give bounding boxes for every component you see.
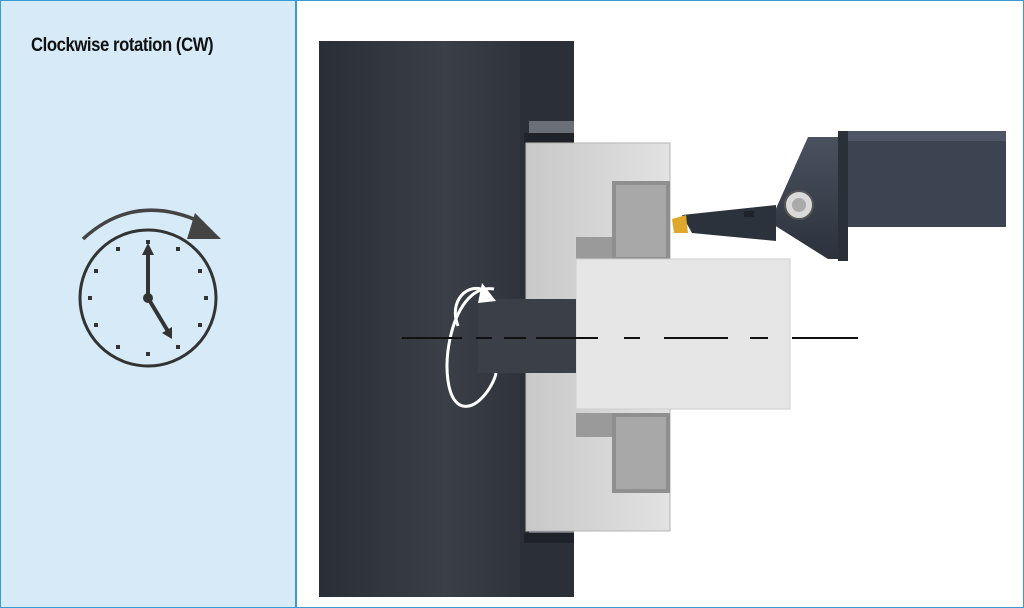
workpiece [576,259,790,409]
panel-title: Clockwise rotation (CW) [31,35,213,57]
spindle-shaft [478,299,576,373]
info-panel: Clockwise rotation (CW) [1,1,297,607]
lathe-illustration [298,1,1023,607]
cutting-insert [672,215,688,233]
tool-holder [682,131,1006,261]
clock-cw-icon [75,199,225,369]
